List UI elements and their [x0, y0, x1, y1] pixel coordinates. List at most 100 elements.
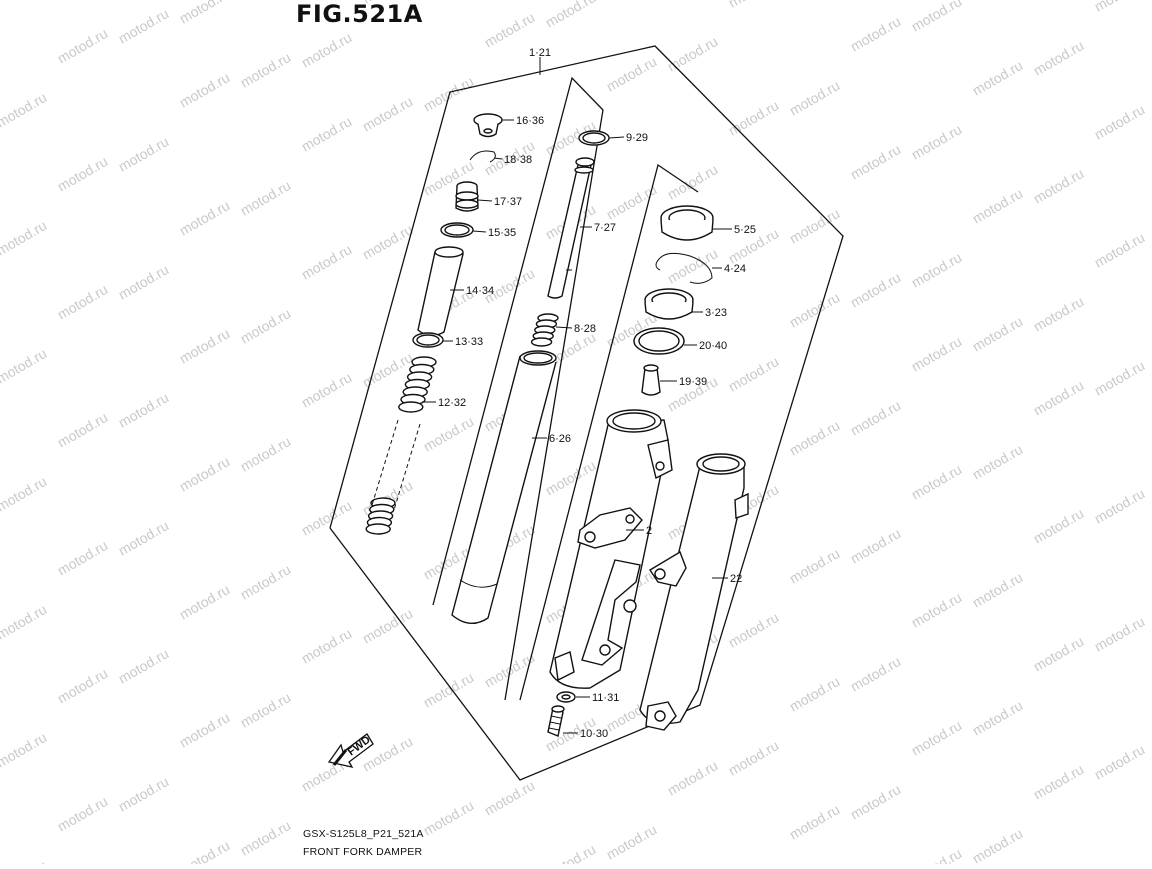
part-5-dust-seal: [660, 205, 714, 241]
watermark-text: motod.ru: [665, 757, 721, 798]
watermark-text: motod.ru: [0, 0, 49, 3]
part-15-ring: [440, 222, 474, 238]
part-20-washer: [633, 327, 685, 355]
watermark-text: motod.ru: [116, 517, 172, 558]
watermark-text: motod.ru: [0, 729, 49, 770]
watermark-text: motod.ru: [55, 153, 111, 194]
part-12-spring: [365, 356, 437, 535]
callout-22: 22: [730, 573, 742, 585]
part-4-stopper-ring: [655, 252, 713, 284]
watermark-text: motod.ru: [238, 433, 294, 474]
watermark-text: motod.ru: [299, 29, 355, 70]
watermark-text: motod.ru: [848, 397, 904, 438]
watermark-text: motod.ru: [116, 645, 172, 686]
watermark-text: motod.ru: [421, 797, 477, 838]
watermark-text: motod.ru: [909, 0, 965, 35]
watermark-text: motod.ru: [726, 97, 782, 138]
part-13-washer: [412, 332, 444, 348]
watermark-text: motod.ru: [238, 561, 294, 602]
callout-6: 6·26: [549, 433, 571, 445]
callout-assembly: 1·21: [529, 47, 551, 59]
part-12-spring-body: [371, 419, 421, 511]
watermark-text: motod.ru: [0, 89, 49, 130]
watermark-text: motod.ru: [55, 409, 111, 450]
watermark-text: motod.ru: [970, 825, 1026, 864]
callout-8: 8·28: [574, 323, 596, 335]
watermark-text: motod.ru: [1031, 377, 1087, 418]
watermark-text: motod.ru: [787, 417, 843, 458]
callout-19: 19·39: [679, 376, 707, 388]
spring-coil: [398, 401, 424, 413]
callout-leaders: [422, 119, 732, 734]
watermark-text: motod.ru: [238, 305, 294, 346]
watermark-text: motod.ru: [970, 697, 1026, 738]
spring-coil: [530, 337, 553, 347]
watermark-text: motod.ru: [787, 77, 843, 118]
watermark-text: motod.ru: [177, 0, 233, 27]
watermark-text: motod.ru: [116, 389, 172, 430]
watermark-text: motod.ru: [604, 53, 660, 94]
watermark-text: motod.ru: [848, 781, 904, 822]
callout-11: 11·31: [592, 692, 619, 704]
watermark-text: motod.ru: [177, 837, 233, 864]
callout-12: 12·32: [438, 397, 466, 409]
watermark-text: motod.ru: [177, 197, 233, 238]
assembly-frames: [329, 45, 844, 781]
watermark-text: motod.ru: [970, 313, 1026, 354]
watermark-text: motod.ru: [0, 857, 49, 864]
figure-title: FIG.521A: [296, 0, 423, 28]
watermark-text: motod.ru: [970, 185, 1026, 226]
watermark-text: motod.ru: [177, 325, 233, 366]
watermark-text: motod.ru: [909, 589, 965, 630]
watermark-text: motod.ru: [970, 57, 1026, 98]
watermark-text: motod.ru: [299, 497, 355, 538]
watermark-text: motod.ru: [0, 473, 49, 514]
watermark-text: motod.ru: [1031, 633, 1087, 674]
watermark-text: motod.ru: [909, 121, 965, 162]
watermark-text: motod.ru: [1031, 761, 1087, 802]
watermark-text: motod.ru: [299, 369, 355, 410]
watermark-text: motod.ru: [177, 69, 233, 110]
watermark-text: motod.ru: [1092, 613, 1148, 654]
watermark-text: motod.ru: [360, 605, 416, 646]
callout-4: 4·24: [724, 263, 746, 275]
part-3-oil-seal: [644, 288, 694, 320]
watermark-text: motod.ru: [1031, 505, 1087, 546]
watermark-text: motod.ru: [848, 13, 904, 54]
middle-column-parts: [451, 130, 610, 624]
watermark-text: motod.ru: [848, 269, 904, 310]
left-column-parts: [365, 113, 503, 535]
inner-rod-frame: [432, 76, 604, 701]
watermark-text: motod.ru: [177, 709, 233, 750]
part-6-inner-tube: [451, 350, 557, 624]
watermark-text: motod.ru: [1031, 165, 1087, 206]
watermark-text: motod.ru: [360, 221, 416, 262]
watermark-text: motod.ru: [787, 673, 843, 714]
watermark-text: motod.ru: [116, 261, 172, 302]
watermark-text: motod.ru: [1092, 741, 1148, 782]
watermark-text: motod.ru: [177, 453, 233, 494]
callout-15: 15·35: [488, 227, 516, 239]
watermark-text: motod.ru: [299, 113, 355, 154]
watermark-text: motod.ru: [0, 601, 49, 642]
watermark-text: motod.ru: [848, 525, 904, 566]
watermark-text: motod.ru: [482, 777, 538, 818]
watermark-text: motod.ru: [55, 793, 111, 834]
footer-code: GSX-S125L8_P21_521A: [303, 828, 424, 840]
watermark-text: motod.ru: [726, 609, 782, 650]
watermark-text: motod.ru: [909, 461, 965, 502]
part-17-seal: [455, 181, 479, 212]
part-2-outer-tube: [549, 409, 673, 689]
watermark-text: motod.ru: [787, 289, 843, 330]
watermark-text: motod.ru: [1092, 101, 1148, 142]
callout-18: 18·38: [504, 154, 532, 166]
watermark-text: motod.ru: [787, 205, 843, 246]
watermark-text: motod.ru: [1092, 485, 1148, 526]
watermark-text: motod.ru: [421, 413, 477, 454]
footer-name: FRONT FORK DAMPER: [303, 846, 423, 858]
watermark-text: motod.ru: [238, 689, 294, 730]
watermark-text: motod.ru: [726, 737, 782, 778]
watermark-text: motod.ru: [543, 841, 599, 864]
